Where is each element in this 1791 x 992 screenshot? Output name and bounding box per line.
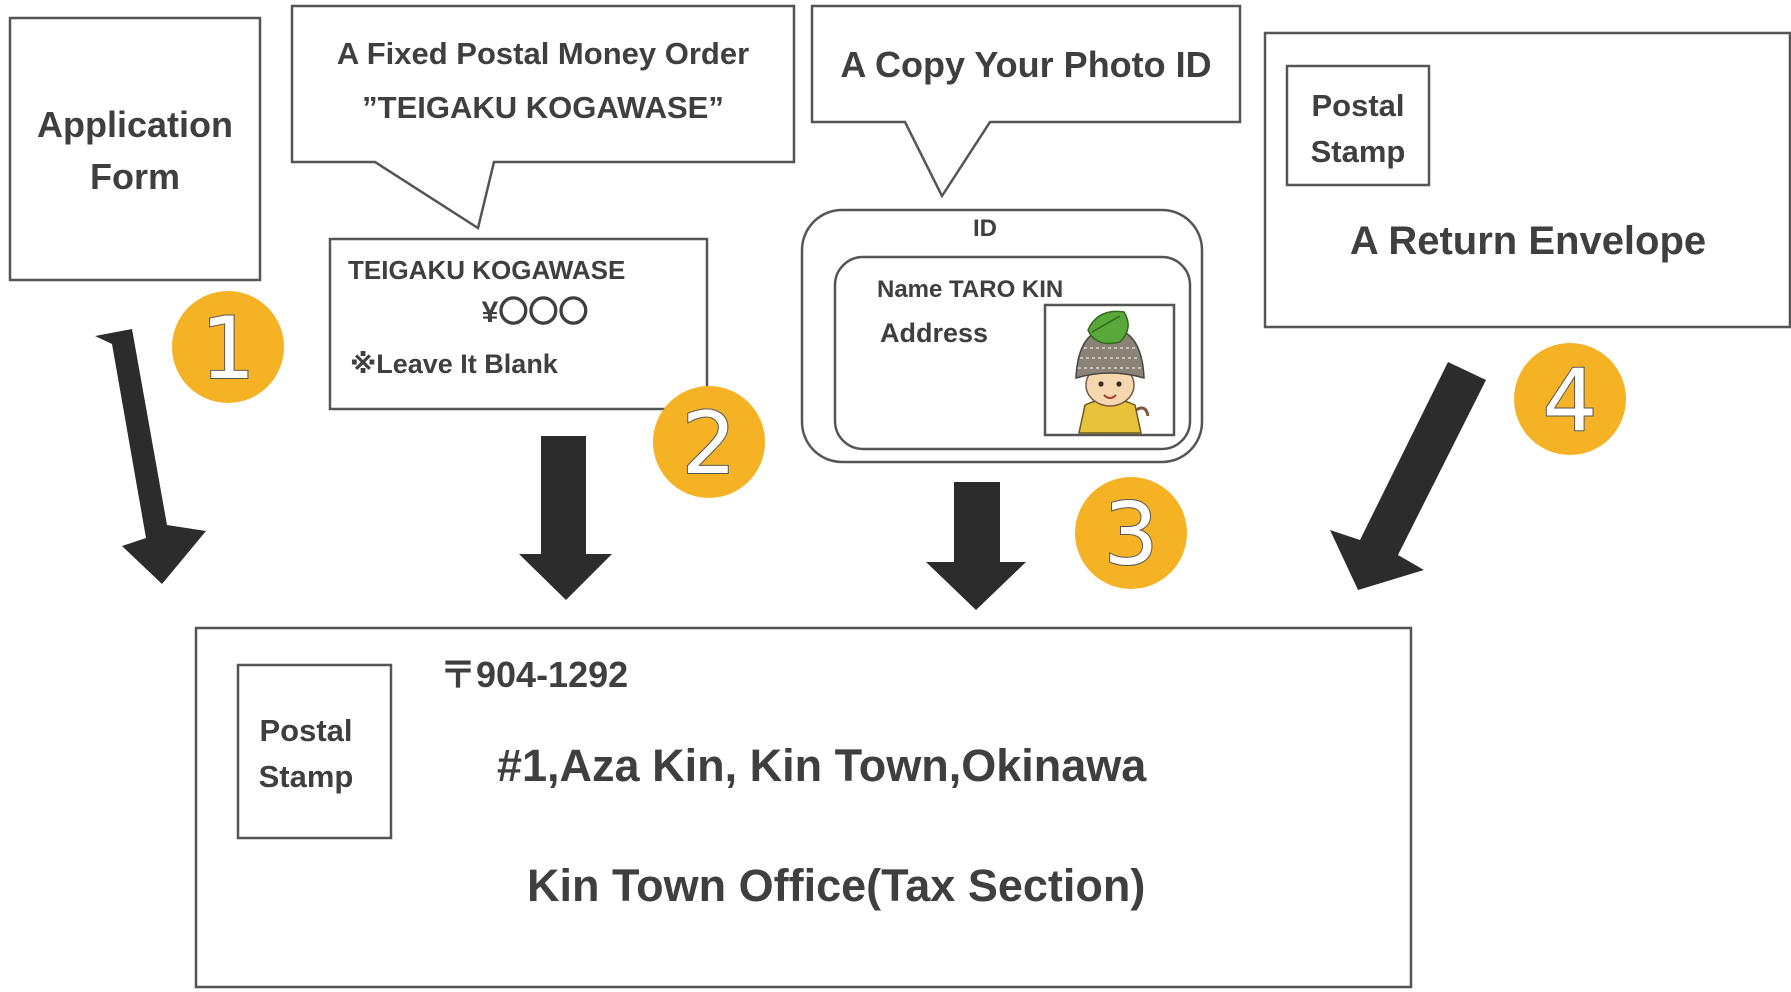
mascot-photo-icon bbox=[1043, 303, 1176, 437]
money-order-amount: ¥〇〇〇 bbox=[482, 296, 589, 329]
step-badge-3: 3 bbox=[1075, 477, 1187, 589]
return-envelope-box: Postal Stamp A Return Envelope bbox=[1263, 31, 1791, 329]
money-order-callout: A Fixed Postal Money Order ”TEIGAKU KOGA… bbox=[290, 4, 796, 230]
destination-stamp-line2: Stamp bbox=[259, 759, 354, 794]
down-arrow-icon bbox=[1330, 362, 1486, 590]
return-envelope-stamp bbox=[1285, 64, 1431, 187]
step-badge-2: 2 bbox=[653, 386, 765, 498]
svg-text:2: 2 bbox=[682, 394, 737, 494]
id-card-address: Address bbox=[880, 318, 988, 348]
step-badge-1: 1 bbox=[172, 291, 284, 403]
down-arrow-icon bbox=[95, 329, 206, 584]
return-stamp-line1: Postal bbox=[1311, 88, 1404, 123]
photo-id-card: ID Name TARO KIN Address bbox=[800, 208, 1204, 464]
return-stamp-line2: Stamp bbox=[1311, 134, 1406, 169]
destination-stamp-line1: Postal bbox=[259, 713, 352, 748]
destination-recipient: Kin Town Office(Tax Section) bbox=[527, 860, 1145, 911]
destination-postal-code: 〒904-1292 bbox=[440, 654, 628, 695]
svg-text:1: 1 bbox=[201, 299, 256, 399]
money-order-note: ※Leave It Blank bbox=[350, 349, 559, 379]
application-form-label-line1: Application bbox=[37, 104, 233, 145]
id-card-name: Name TARO KIN bbox=[877, 276, 1063, 303]
return-envelope-label: A Return Envelope bbox=[1350, 219, 1706, 263]
destination-address: #1,Aza Kin, Kin Town,Okinawa bbox=[497, 740, 1147, 791]
svg-text:3: 3 bbox=[1104, 485, 1159, 585]
down-arrow-icon bbox=[926, 482, 1026, 610]
down-arrow-icon bbox=[519, 436, 612, 600]
svg-text:4: 4 bbox=[1543, 351, 1598, 451]
id-card-header: ID bbox=[973, 215, 997, 242]
destination-envelope: Postal Stamp 〒904-1292 #1,Aza Kin, Kin T… bbox=[194, 626, 1413, 989]
money-order-callout-line2: ”TEIGAKU KOGAWASE” bbox=[362, 90, 724, 125]
application-form-box: Application Form bbox=[8, 16, 262, 282]
money-order-callout-line1: A Fixed Postal Money Order bbox=[337, 36, 749, 71]
step-badge-4: 4 bbox=[1514, 343, 1626, 455]
photo-id-callout: A Copy Your Photo ID bbox=[810, 4, 1242, 199]
money-order-card: TEIGAKU KOGAWASE ¥〇〇〇 ※Leave It Blank bbox=[328, 237, 709, 411]
destination-envelope-stamp bbox=[236, 663, 393, 840]
application-form-label-line2: Form bbox=[90, 156, 180, 197]
money-order-title: TEIGAKU KOGAWASE bbox=[348, 255, 625, 285]
photo-id-callout-text: A Copy Your Photo ID bbox=[840, 44, 1211, 85]
